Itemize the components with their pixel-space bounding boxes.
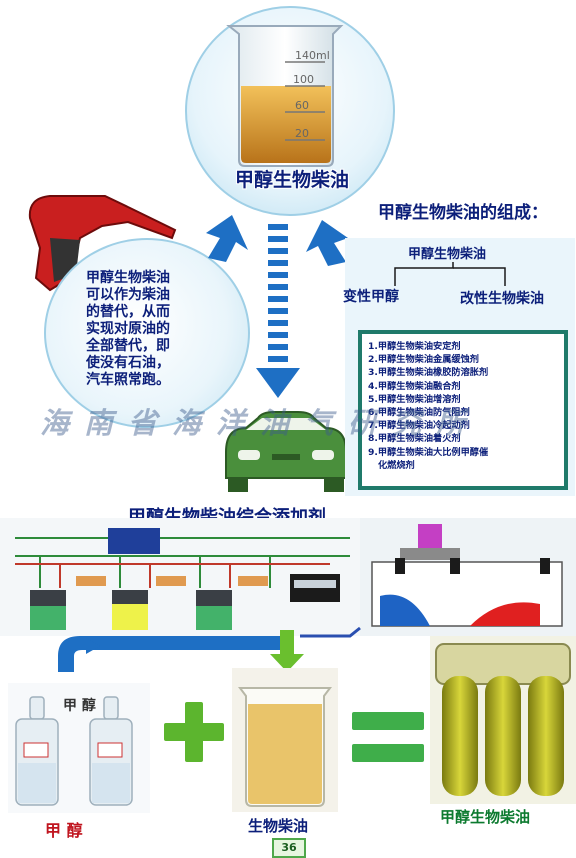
left-circle [44, 238, 250, 428]
final-product-tubes [430, 636, 576, 804]
beaker-mark-60: 60 [295, 99, 309, 112]
arrow-right [306, 220, 348, 266]
methanol-label: 甲 醇 [45, 821, 83, 840]
process-schematic [0, 518, 576, 636]
page-number: 36 [272, 838, 306, 858]
arrow-left [206, 215, 248, 262]
final-product-label: 甲醇生物柴油 [440, 808, 531, 826]
beaker-mark-100: 100 [293, 73, 314, 86]
composition-left: 变性甲醇 [343, 289, 399, 305]
methanol-bottles [15, 696, 133, 806]
beaker-illustration: 140ml 100 60 20 [226, 25, 344, 167]
arrow-down-dashed [256, 224, 300, 398]
list-item: 9.甲醇生物柴油大比例甲醇催 [368, 446, 489, 458]
composition-root: 甲醇生物柴油 [408, 247, 487, 262]
main-title: 甲醇生物柴油 [234, 169, 349, 191]
beaker-mark-20: 20 [295, 127, 309, 140]
left-line: 可以作为柴油 [86, 287, 170, 303]
left-line: 甲醇生物柴油 [86, 270, 170, 286]
list-item: 化燃烧剂 [378, 459, 415, 471]
plus-icon [164, 702, 224, 762]
left-line: 全部替代，即 [86, 338, 170, 354]
additive-list: 1.甲醇生物柴油安定剂 2.甲醇生物柴油金属缓蚀剂 3.甲醇生物柴油橡胶防溶胀剂… [358, 330, 568, 490]
equals-icon [352, 712, 424, 762]
composition-branches [394, 262, 506, 286]
car-icon [225, 411, 347, 492]
list-item: 5.甲醇生物柴油增溶剂 [368, 393, 461, 405]
list-item: 4.甲醇生物柴油融合剂 [368, 380, 461, 392]
watermark: 海南省海洋油气研究所 [40, 406, 481, 440]
left-description: 甲醇生物柴油 可以作为柴油 的替代，从而 实现对原油的 全部替代，即 使没有石油… [86, 270, 241, 389]
list-item: 8.甲醇生物柴油着火剂 [368, 433, 461, 445]
left-line: 的替代，从而 [86, 304, 170, 320]
list-item: 7.甲醇生物柴油冷起动剂 [368, 420, 470, 432]
left-line: 使没有石油， [86, 355, 170, 371]
lower-arrows [58, 626, 361, 672]
biodiesel-label: 生物柴油 [248, 817, 309, 835]
methanol-photo-label: 甲 醇 [63, 698, 96, 714]
list-item: 3.甲醇生物柴油橡胶防溶胀剂 [368, 367, 489, 379]
composition-right: 改性生物柴油 [460, 291, 544, 307]
list-item: 6.甲醇生物柴油防气阻剂 [368, 407, 470, 419]
beaker-mark-140: 140ml [295, 49, 330, 62]
composition-title: 甲醇生物柴油的组成： [378, 203, 548, 223]
list-item: 1.甲醇生物柴油安定剂 [368, 341, 461, 352]
biodiesel-beaker [238, 687, 332, 807]
list-item: 2.甲醇生物柴油金属缓蚀剂 [368, 354, 479, 366]
left-line: 汽车照常跑。 [86, 372, 170, 388]
left-line: 实现对原油的 [86, 321, 170, 337]
